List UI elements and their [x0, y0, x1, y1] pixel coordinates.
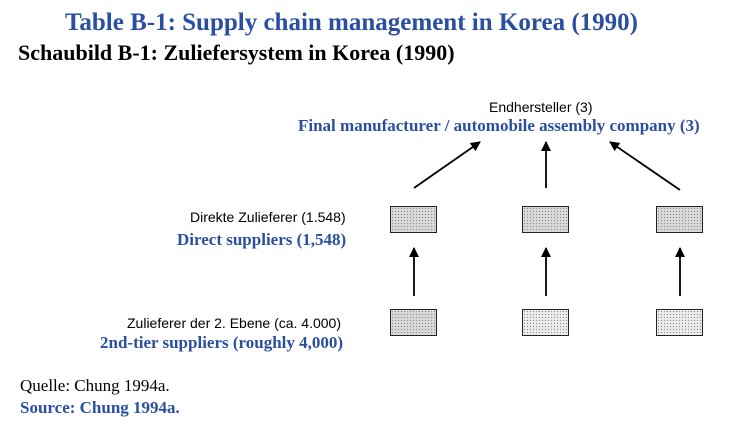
- direct-supplier-box-right: [656, 206, 703, 233]
- arrow-right-direct-to-final: [609, 141, 681, 191]
- second-tier-supplier-box-left: [390, 309, 437, 336]
- final-manufacturer-label-german: Endhersteller (3): [489, 99, 593, 115]
- arrow-left-direct-to-final: [413, 141, 481, 189]
- source-german: Quelle: Chung 1994a.: [20, 376, 170, 395]
- second-tier-supplier-box-right: [656, 309, 703, 336]
- second-tier-suppliers-label-english: 2nd-tier suppliers (roughly 4,000): [100, 333, 344, 352]
- direct-suppliers-label-english: Direct suppliers (1,548): [177, 230, 347, 249]
- title-german: Schaubild B-1: Zuliefersystem in Korea (…: [18, 40, 455, 65]
- title-english: Table B-1: Supply chain management in Ko…: [65, 9, 638, 36]
- direct-suppliers-label-german: Direkte Zulieferer (1.548): [190, 209, 346, 225]
- direct-supplier-box-left: [390, 206, 437, 233]
- direct-supplier-box-center: [522, 206, 569, 233]
- source-english: Source: Chung 1994a.: [20, 398, 180, 417]
- second-tier-suppliers-label-german: Zulieferer der 2. Ebene (ca. 4.000): [127, 315, 342, 331]
- final-manufacturer-label-english: Final manufacturer / automobile assembly…: [298, 116, 700, 135]
- second-tier-supplier-box-center: [522, 309, 569, 336]
